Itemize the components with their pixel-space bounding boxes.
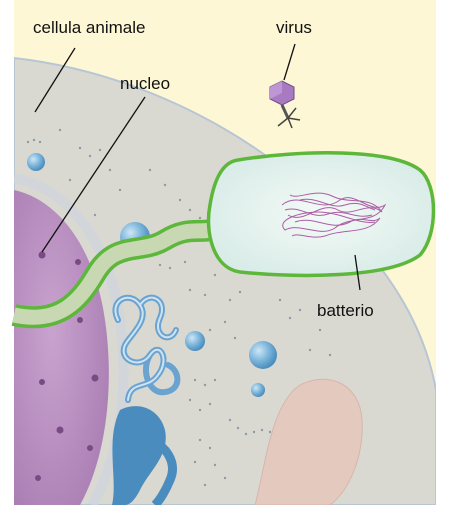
bacterium xyxy=(209,153,434,276)
label-bacterium: batterio xyxy=(317,301,374,320)
label-animal-cell: cellula animale xyxy=(33,18,145,37)
label-virus: virus xyxy=(276,18,312,37)
label-nucleus: nucleo xyxy=(120,74,170,93)
